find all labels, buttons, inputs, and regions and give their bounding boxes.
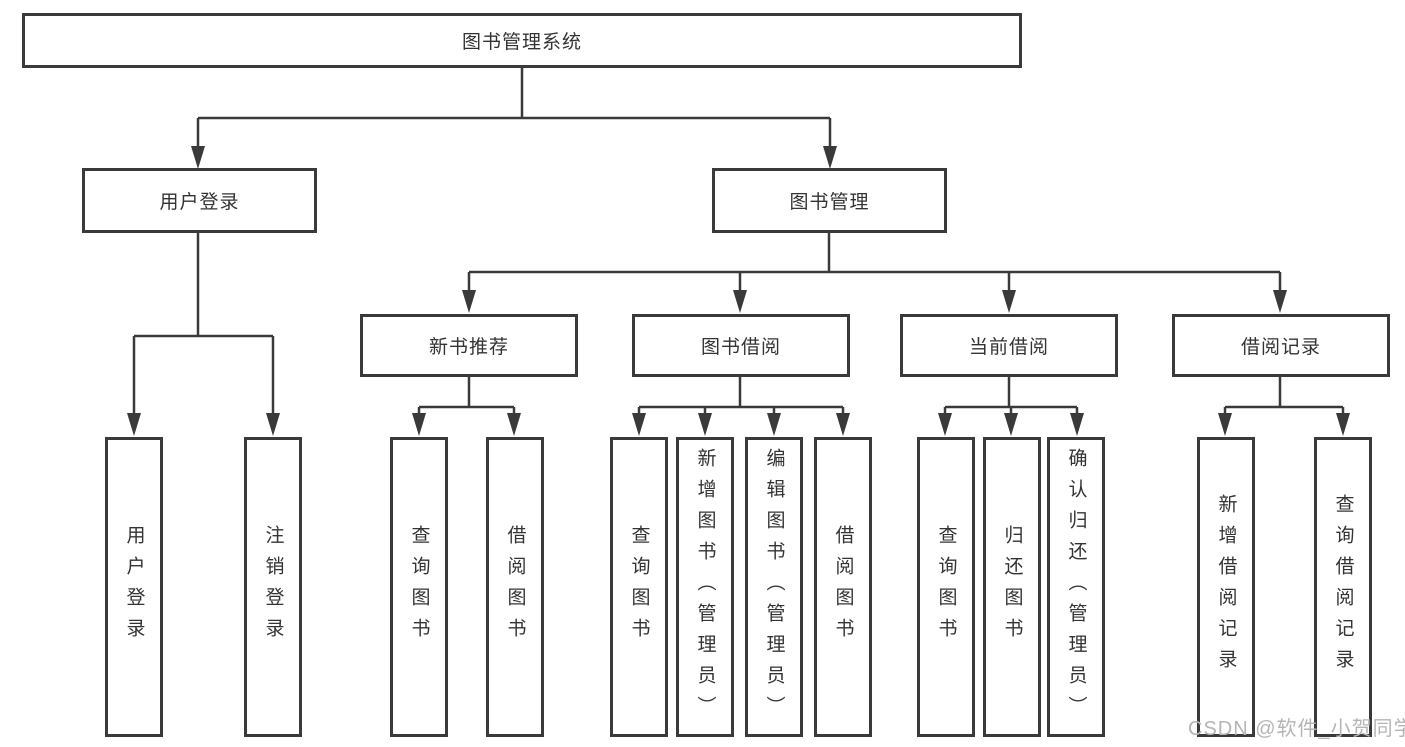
connector-book-management-group xyxy=(467,231,1282,294)
leaf-recommend-query-books: 查询图书 xyxy=(390,437,448,737)
node-current-borrow-label: 当前借阅 xyxy=(968,337,1049,358)
connector-borrow-records-group xyxy=(1223,375,1345,417)
leaf-edit-books-admin-label: 编辑图书（管理员） xyxy=(763,447,785,727)
leaf-add-books-admin-label: 新增图书（管理员） xyxy=(694,447,716,727)
node-borrow-records: 借阅记录 xyxy=(1172,314,1390,377)
arrowhead xyxy=(823,146,837,169)
arrowhead xyxy=(191,146,205,169)
leaf-edit-books-admin: 编辑图书（管理员） xyxy=(745,437,803,737)
leaf-recommend-borrow-books: 借阅图书 xyxy=(486,437,544,737)
leaf-return-books: 归还图书 xyxy=(983,437,1041,737)
connector-book-borrow-group xyxy=(637,375,845,417)
connector-current-borrow-group xyxy=(943,375,1079,417)
connector-user-login-group xyxy=(132,231,275,417)
node-book-borrow: 图书借阅 xyxy=(632,314,850,377)
connector-new-book-group xyxy=(417,375,516,417)
arrowhead xyxy=(1002,290,1016,313)
node-book-management: 图书管理 xyxy=(712,168,947,233)
leaf-logout: 注销登录 xyxy=(244,437,302,737)
leaf-current-query-books: 查询图书 xyxy=(917,437,975,737)
leaf-recommend-borrow-books-label: 借阅图书 xyxy=(504,525,526,649)
arrowhead xyxy=(507,413,521,436)
csdn-watermark: CSDN @软件_小贺同学 xyxy=(1188,718,1405,740)
node-user-login-label: 用户登录 xyxy=(159,192,240,213)
node-book-management-label: 图书管理 xyxy=(789,192,870,213)
leaf-borrow-query-books: 查询图书 xyxy=(610,437,668,737)
node-current-borrow: 当前借阅 xyxy=(900,314,1118,377)
leaf-return-books-label: 归还图书 xyxy=(1001,525,1023,649)
leaf-confirm-return-admin-label: 确认归还（管理员） xyxy=(1065,447,1087,727)
node-new-book-recommend-label: 新书推荐 xyxy=(428,337,509,358)
node-book-borrow-label: 图书借阅 xyxy=(700,337,781,358)
arrowhead xyxy=(1218,413,1232,436)
arrowhead xyxy=(767,413,781,436)
arrowhead xyxy=(938,413,952,436)
arrowhead xyxy=(266,413,280,436)
leaf-user-login: 用户登录 xyxy=(105,437,163,737)
leaf-add-books-admin: 新增图书（管理员） xyxy=(676,437,734,737)
arrowhead xyxy=(698,413,712,436)
leaf-confirm-return-admin: 确认归还（管理员） xyxy=(1047,437,1105,737)
node-root-label: 图书管理系统 xyxy=(461,32,582,53)
arrowhead xyxy=(733,290,747,313)
leaf-current-query-books-label: 查询图书 xyxy=(935,525,957,649)
arrowhead xyxy=(1070,413,1084,436)
leaf-borrow-query-books-label: 查询图书 xyxy=(628,525,650,649)
leaf-borrow-books: 借阅图书 xyxy=(814,437,872,737)
leaf-add-borrow-record-label: 新增借阅记录 xyxy=(1215,494,1237,680)
node-borrow-records-label: 借阅记录 xyxy=(1240,337,1321,358)
arrowhead xyxy=(1336,413,1350,436)
leaf-borrow-books-label: 借阅图书 xyxy=(832,525,854,649)
leaf-user-login-label: 用户登录 xyxy=(123,525,145,649)
arrowhead xyxy=(127,413,141,436)
node-new-book-recommend: 新书推荐 xyxy=(360,314,578,377)
leaf-query-borrow-record: 查询借阅记录 xyxy=(1314,437,1372,737)
arrowhead xyxy=(412,413,426,436)
arrowhead xyxy=(632,413,646,436)
node-root: 图书管理系统 xyxy=(22,13,1022,68)
connector-root-to-level2 xyxy=(196,66,832,150)
leaf-query-borrow-record-label: 查询借阅记录 xyxy=(1332,494,1354,680)
arrowhead xyxy=(836,413,850,436)
arrowhead xyxy=(1273,290,1287,313)
leaf-recommend-query-books-label: 查询图书 xyxy=(408,525,430,649)
node-user-login: 用户登录 xyxy=(82,168,317,233)
leaf-logout-label: 注销登录 xyxy=(262,525,284,649)
leaf-add-borrow-record: 新增借阅记录 xyxy=(1197,437,1255,737)
arrowhead xyxy=(462,290,476,313)
arrowhead xyxy=(1004,413,1018,436)
